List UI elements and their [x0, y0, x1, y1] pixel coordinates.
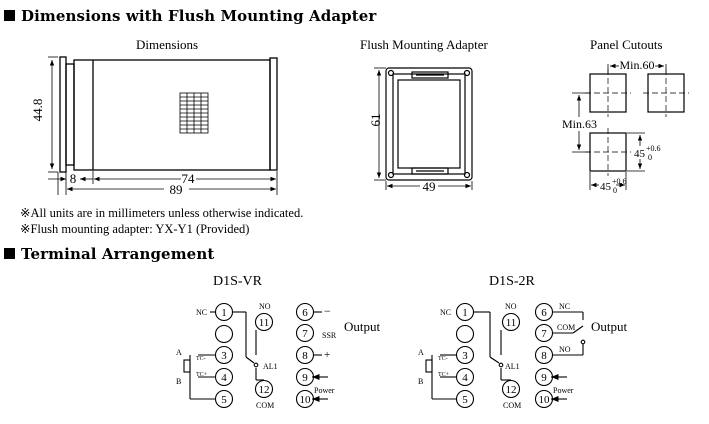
cutout-drawing — [572, 63, 689, 190]
pin-7: 7 — [541, 328, 547, 340]
dim-cut-vertical-tol0: 0 — [648, 153, 652, 162]
label-tc-plus: TC+ — [438, 372, 450, 378]
label-tc-minus: TC- — [196, 356, 206, 362]
pin-11: 11 — [506, 317, 517, 329]
terminal-pins-right: 1 3 4 5 11 12 6 7 8 9 10 — [462, 307, 550, 406]
terminal-diagram-right — [425, 302, 586, 409]
caption-adapter: Flush Mounting Adapter — [360, 37, 488, 52]
section-bullet — [4, 248, 15, 259]
dim-cut-vertical: 45 — [634, 148, 646, 160]
label-no: NO — [505, 302, 517, 311]
adapter-drawing — [374, 67, 473, 190]
label-a: A — [418, 348, 424, 357]
pin-1: 1 — [462, 307, 468, 319]
pin-4: 4 — [221, 372, 227, 384]
label-no2: NO — [559, 345, 571, 354]
section-title-text: Terminal Arrangement — [21, 245, 215, 263]
terminal-labels-left: NC NO AL1 COM A B TC- TC+ − SSR + Power — [176, 302, 337, 410]
label-com: COM — [503, 401, 521, 410]
pin-10: 10 — [300, 394, 312, 406]
dim-total-label: 89 — [170, 182, 183, 197]
dim-body-label: 74 — [182, 171, 196, 186]
label-tc-plus: TC+ — [196, 372, 208, 378]
pin-6: 6 — [302, 307, 308, 319]
dim-cut-horizontal-tol: +0.6 — [612, 177, 627, 186]
label-ssr: SSR — [322, 331, 337, 340]
pin-7: 7 — [302, 328, 308, 340]
vent-grid — [179, 92, 209, 134]
terminal-labels-right: NC NO AL1 COM A B TC- TC+ NC COM NO Powe… — [418, 302, 575, 410]
pin-9: 9 — [541, 372, 547, 384]
dim-cut-horizontal-tol0: 0 — [613, 186, 617, 195]
label-power: Power — [553, 386, 574, 395]
note-adapter: ※Flush mounting adapter: YX-Y1 (Provided… — [20, 222, 250, 236]
dim-min-vertical: Min.63 — [562, 117, 597, 131]
label-no: NO — [259, 302, 271, 311]
label-al1: AL1 — [505, 362, 520, 371]
label-output-left: Output — [344, 319, 381, 334]
pin-4: 4 — [462, 372, 468, 384]
pin-12: 12 — [506, 384, 517, 396]
label-b: B — [418, 377, 423, 386]
label-b: B — [176, 377, 181, 386]
terminal-title-right: D1S-2R — [489, 274, 535, 289]
label-plus: + — [324, 349, 330, 361]
label-a: A — [176, 348, 182, 357]
label-al1: AL1 — [263, 362, 278, 371]
pin-5: 5 — [221, 394, 227, 406]
dim-height-label: 44.8 — [30, 99, 45, 122]
pin-3: 3 — [221, 350, 227, 362]
pin-9: 9 — [302, 372, 308, 384]
section-bullet — [4, 10, 15, 21]
label-nc2: NC — [559, 302, 570, 311]
label-minus: − — [324, 304, 331, 318]
terminal-title-left: D1S-VR — [213, 274, 263, 289]
pin-1: 1 — [221, 307, 227, 319]
pin-8: 8 — [541, 350, 547, 362]
section-title-text: Dimensions with Flush Mounting Adapter — [21, 7, 377, 25]
pin-12: 12 — [259, 384, 270, 396]
pin-11: 11 — [259, 317, 270, 329]
dim-adapter-height: 61 — [368, 114, 383, 127]
section-title-dimensions: Dimensions with Flush Mounting Adapter — [4, 7, 376, 25]
section-title-terminals: Terminal Arrangement — [4, 245, 214, 263]
terminal-pins-left: 1 3 4 5 11 12 6 7 8 9 10 — [221, 307, 311, 406]
dim-cut-horizontal: 45 — [600, 181, 612, 193]
label-nc: NC — [196, 308, 207, 317]
pin-3: 3 — [462, 350, 468, 362]
caption-cutouts: Panel Cutouts — [590, 37, 663, 52]
label-output-right: Output — [591, 319, 628, 334]
pin-8: 8 — [302, 350, 308, 362]
dim-front-label: 8 — [70, 171, 77, 186]
dim-adapter-width: 49 — [423, 179, 436, 194]
pin-10: 10 — [539, 394, 551, 406]
dim-min-horizontal: Min.60 — [619, 58, 654, 72]
label-tc-minus: TC- — [438, 356, 448, 362]
dim-cut-vertical-tol: +0.6 — [646, 144, 661, 153]
label-nc: NC — [440, 308, 451, 317]
pin-5: 5 — [462, 394, 468, 406]
label-com: COM — [256, 401, 274, 410]
label-power: Power — [314, 386, 335, 395]
label-com2: COM — [557, 323, 575, 332]
note-units: ※All units are in millimeters unless oth… — [20, 206, 304, 220]
caption-dimensions: Dimensions — [136, 37, 199, 52]
pin-6: 6 — [541, 307, 547, 319]
side-view-drawing — [48, 56, 278, 195]
terminal-diagram-left — [183, 302, 328, 409]
